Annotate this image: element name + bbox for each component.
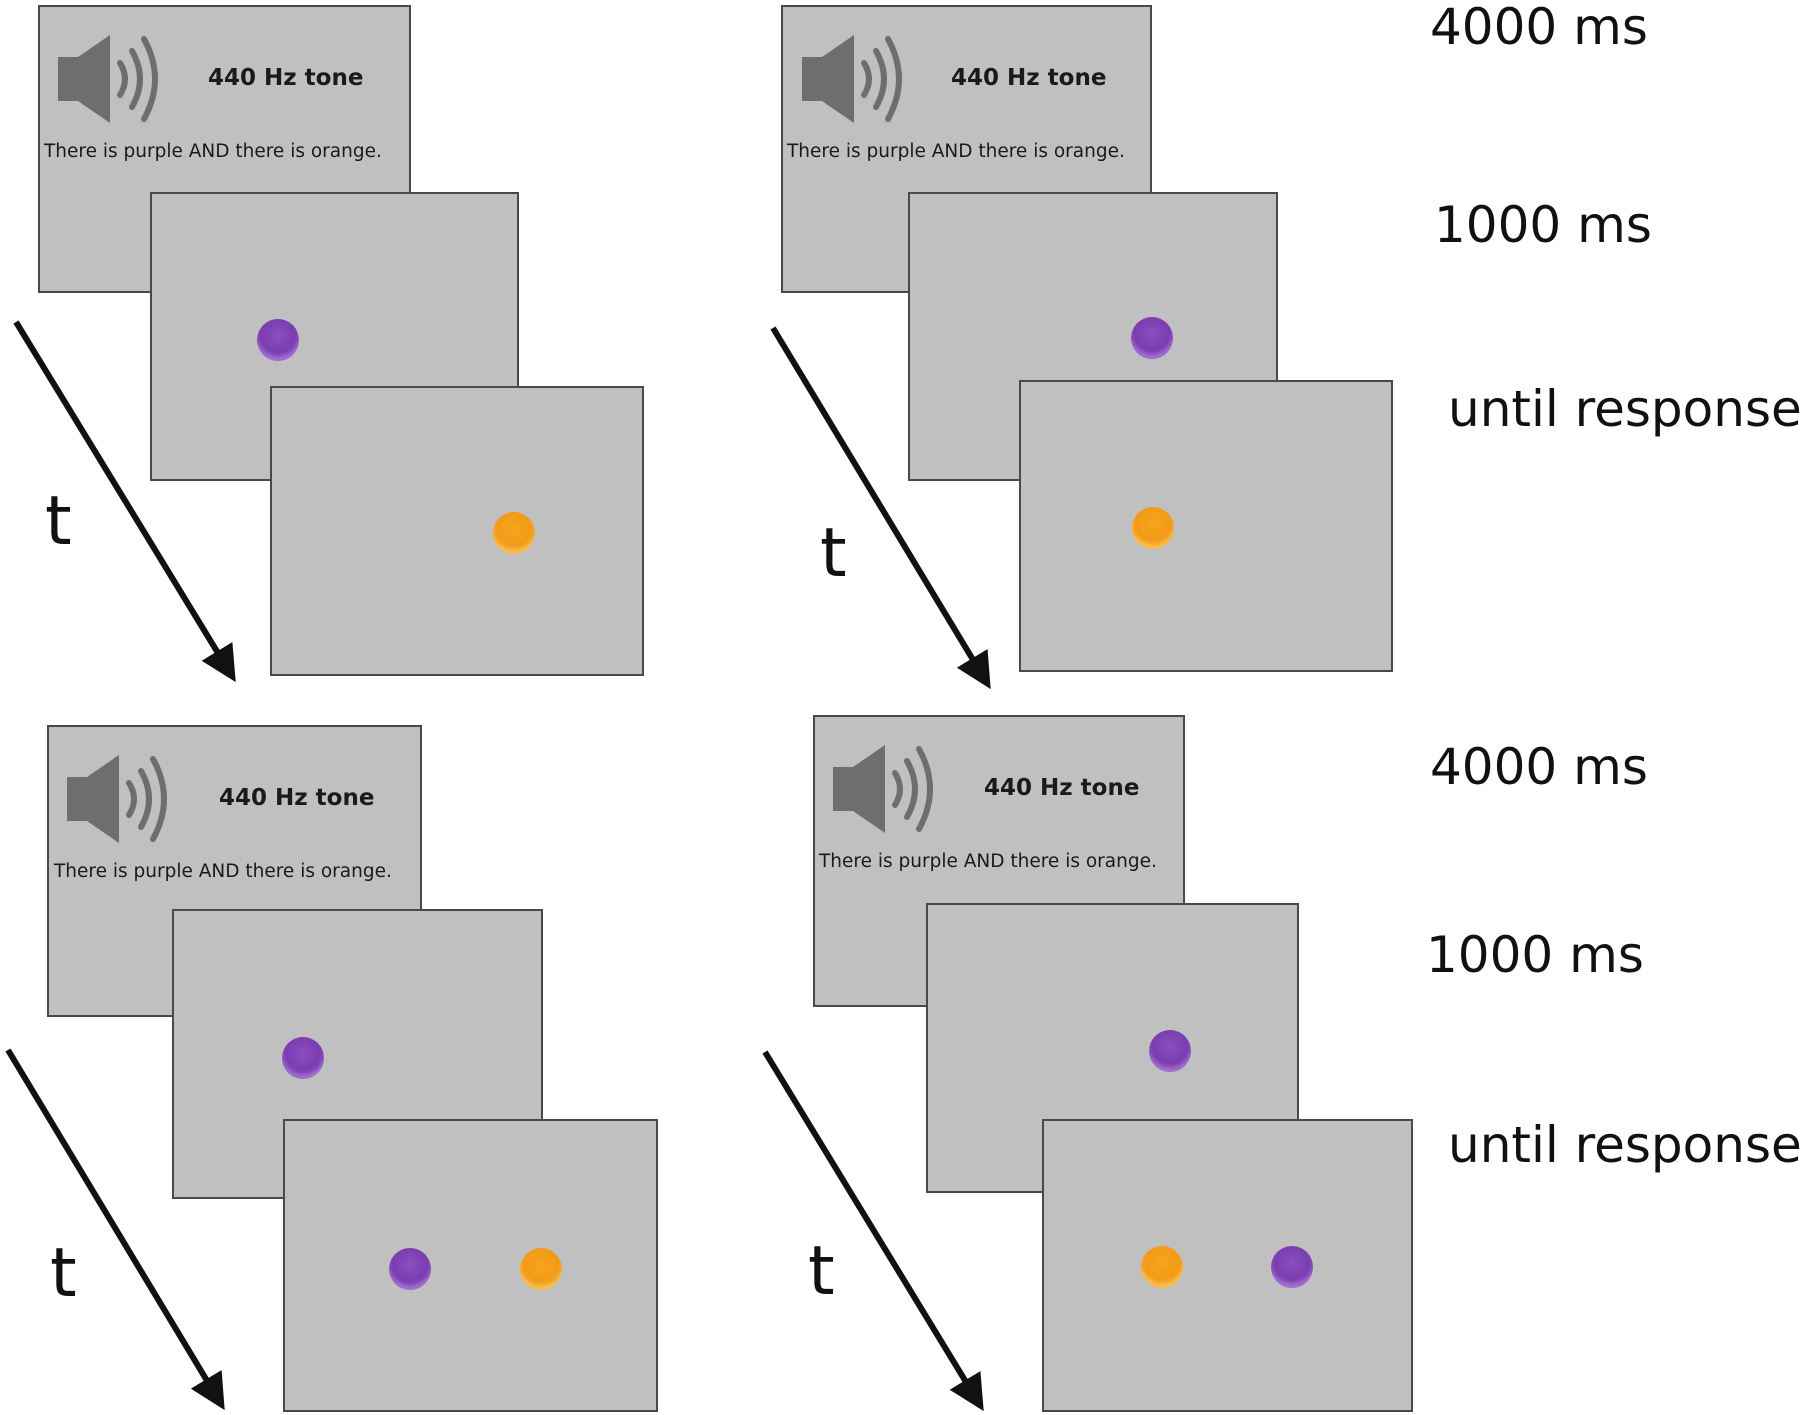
cue-sentence: There is purple AND there is orange. bbox=[44, 141, 382, 162]
purple-dot bbox=[1271, 1246, 1313, 1288]
orange-dot bbox=[1132, 507, 1174, 549]
tone-label: 440 Hz tone bbox=[208, 65, 364, 91]
purple-dot bbox=[257, 319, 299, 361]
cue-sentence: There is purple AND there is orange. bbox=[819, 851, 1157, 872]
time-label: t bbox=[50, 1234, 77, 1313]
second-stimulus-screen-4 bbox=[1042, 1119, 1413, 1412]
orange-dot bbox=[493, 512, 535, 554]
time-arrow bbox=[5, 1048, 225, 1411]
second-stimulus-screen-3 bbox=[283, 1119, 658, 1412]
time-label: t bbox=[820, 514, 847, 593]
time-label: t bbox=[808, 1232, 835, 1311]
time-arrow bbox=[13, 320, 236, 683]
time-arrow bbox=[770, 326, 991, 690]
cue-sentence: There is purple AND there is orange. bbox=[787, 141, 1125, 162]
orange-dot bbox=[520, 1248, 562, 1290]
orange-dot bbox=[1141, 1246, 1183, 1288]
time-label: t bbox=[45, 482, 72, 561]
timing-cue-top: 4000 ms bbox=[1430, 0, 1648, 56]
second-stimulus-screen-2 bbox=[1019, 380, 1393, 672]
timing-second-stimulus-top: until response bbox=[1448, 380, 1800, 438]
time-arrow bbox=[762, 1050, 984, 1412]
tone-label: 440 Hz tone bbox=[951, 65, 1107, 91]
tone-label: 440 Hz tone bbox=[984, 775, 1140, 801]
timing-second-stimulus-bottom: until response bbox=[1448, 1116, 1800, 1174]
purple-dot bbox=[389, 1248, 431, 1290]
timing-cue-bottom: 4000 ms bbox=[1430, 738, 1648, 796]
timing-first-stimulus-top: 1000 ms bbox=[1434, 196, 1652, 254]
purple-dot bbox=[1131, 317, 1173, 359]
cue-sentence: There is purple AND there is orange. bbox=[54, 861, 392, 882]
tone-label: 440 Hz tone bbox=[219, 785, 375, 811]
timing-first-stimulus-bottom: 1000 ms bbox=[1426, 926, 1644, 984]
second-stimulus-screen-1 bbox=[270, 386, 644, 676]
purple-dot bbox=[282, 1037, 324, 1079]
purple-dot bbox=[1149, 1030, 1191, 1072]
